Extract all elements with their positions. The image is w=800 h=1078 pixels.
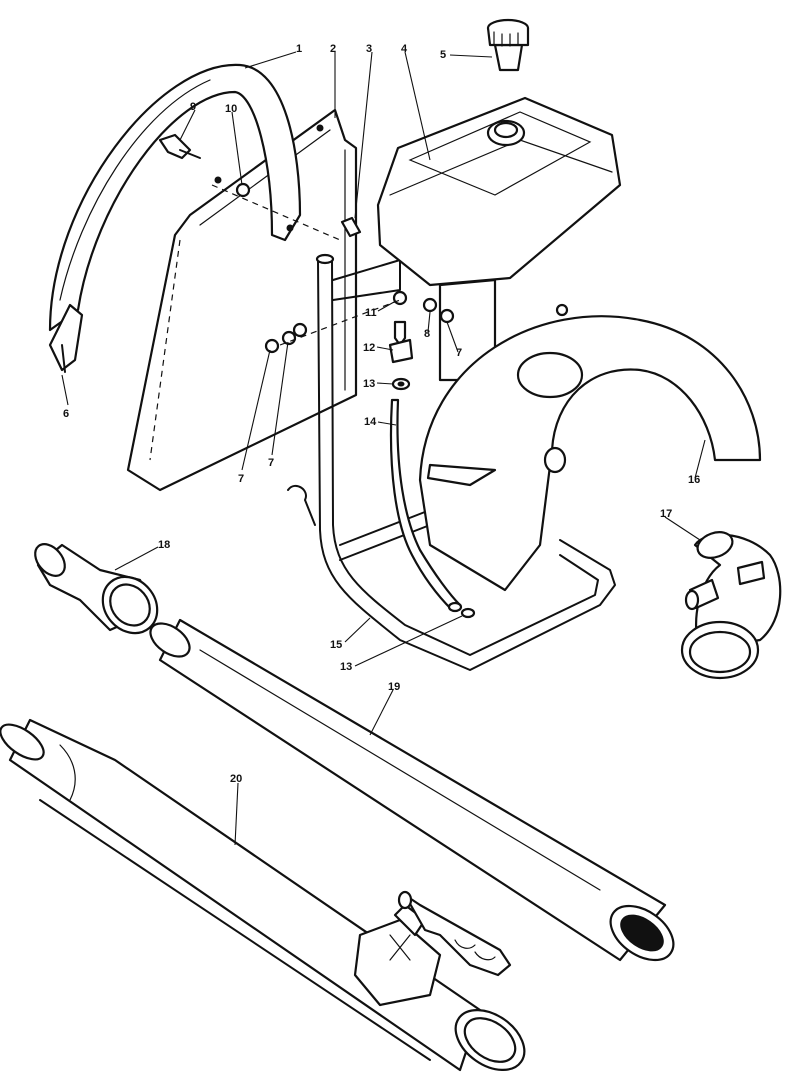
callout-13b: 13 [340, 661, 352, 673]
hardware [158, 133, 476, 619]
leader-lines [61, 51, 706, 846]
callout-9: 9 [190, 101, 196, 113]
callout-1: 1 [296, 43, 302, 55]
callout-3: 3 [366, 43, 372, 55]
blower-tube-20 [0, 718, 526, 1072]
fuel-line [389, 398, 463, 613]
blower-nozzle [34, 543, 159, 635]
callout-15: 15 [330, 639, 342, 651]
callout-labels: 1 2 3 4 5 6 7 7 7 8 9 10 11 12 13 13 14 … [63, 43, 700, 785]
fuel-tank [376, 96, 622, 287]
callout-7a: 7 [238, 473, 244, 485]
fuel-cap [486, 18, 530, 72]
callout-7c: 7 [456, 347, 462, 359]
callout-11: 11 [365, 307, 377, 319]
callout-4: 4 [401, 43, 408, 55]
callout-19: 19 [388, 681, 400, 693]
callout-13a: 13 [363, 378, 375, 390]
callout-10: 10 [225, 103, 237, 115]
callout-14: 14 [364, 416, 377, 428]
callout-12: 12 [363, 342, 375, 354]
back-pad-plate [126, 108, 358, 492]
callout-6: 6 [63, 408, 69, 420]
blower-tube-19 [149, 618, 675, 962]
shoulder-strap [48, 63, 302, 373]
callout-16: 16 [688, 474, 700, 486]
callout-20: 20 [230, 773, 242, 785]
callout-2: 2 [330, 43, 336, 55]
blower-shroud [418, 303, 762, 592]
callout-7b: 7 [268, 457, 274, 469]
callout-5: 5 [440, 49, 446, 61]
callout-17: 17 [660, 508, 672, 520]
frame-tube [315, 253, 616, 671]
callout-8: 8 [424, 328, 430, 340]
callout-18: 18 [158, 539, 170, 551]
elbow-fitting [680, 531, 782, 680]
